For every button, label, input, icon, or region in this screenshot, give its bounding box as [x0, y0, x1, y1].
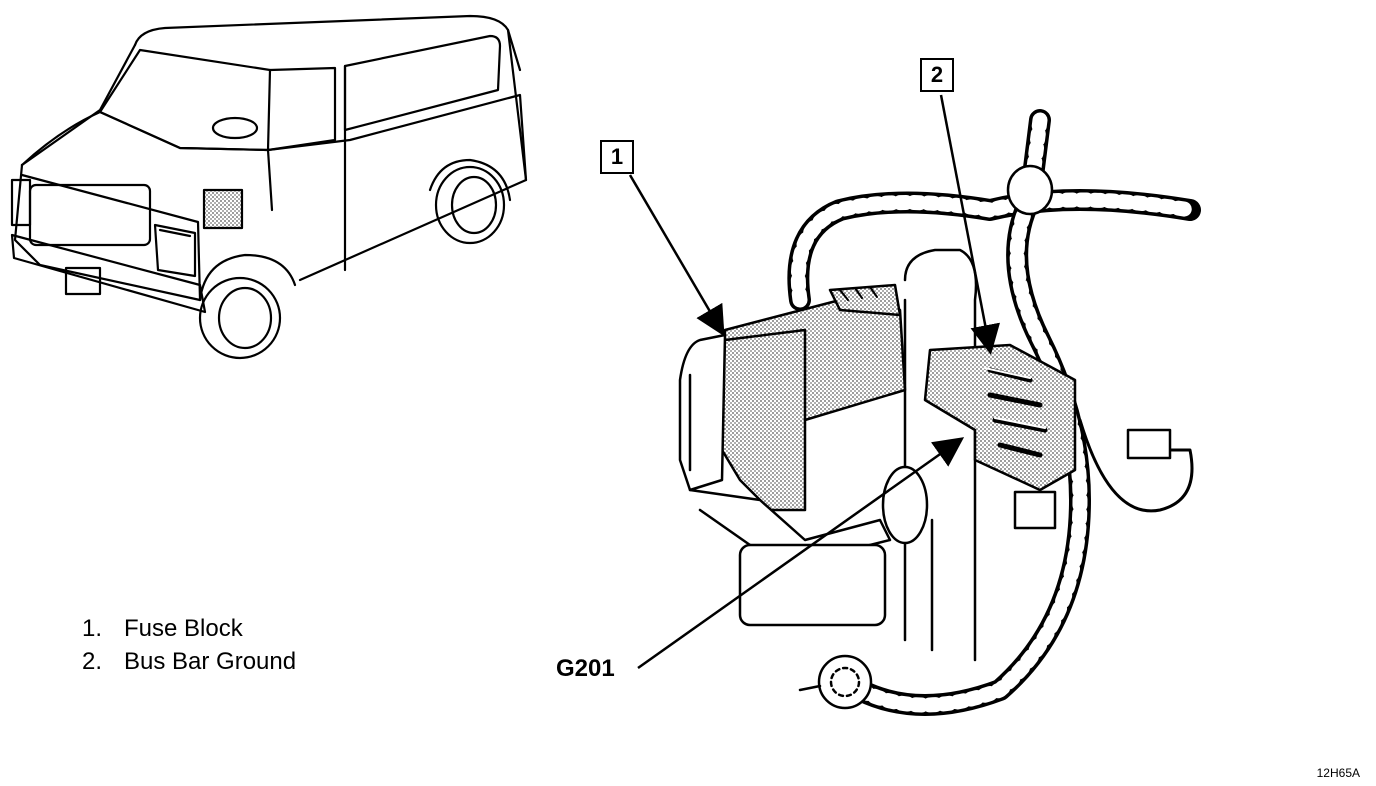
leader-lines — [628, 94, 1001, 670]
legend: 1. Fuse Block 2. Bus Bar Ground — [82, 612, 296, 678]
leader-line-g201 — [637, 437, 965, 670]
legend-item: 1. Fuse Block — [82, 612, 296, 645]
leader-line-bus-bar — [939, 94, 1001, 355]
leader-line-fuse-block — [628, 174, 725, 337]
van-illustration — [10, 14, 528, 360]
legend-item-number: 2. — [82, 648, 103, 675]
ground-label: G201 — [556, 655, 615, 682]
legend-item-label: Bus Bar Ground — [124, 648, 297, 675]
callout-2-number: 2 — [930, 62, 944, 87]
callout-1-number: 1 — [610, 144, 624, 169]
legend-item-number: 1. — [82, 615, 103, 642]
figure-code: 12H65A — [1316, 766, 1360, 780]
callout-1: 1 — [600, 140, 634, 174]
legend-item-label: Fuse Block — [124, 615, 243, 642]
fuse-block-detail-illustration — [678, 109, 1201, 716]
legend-item: 2. Bus Bar Ground — [82, 645, 296, 678]
callout-2: 2 — [920, 58, 954, 92]
